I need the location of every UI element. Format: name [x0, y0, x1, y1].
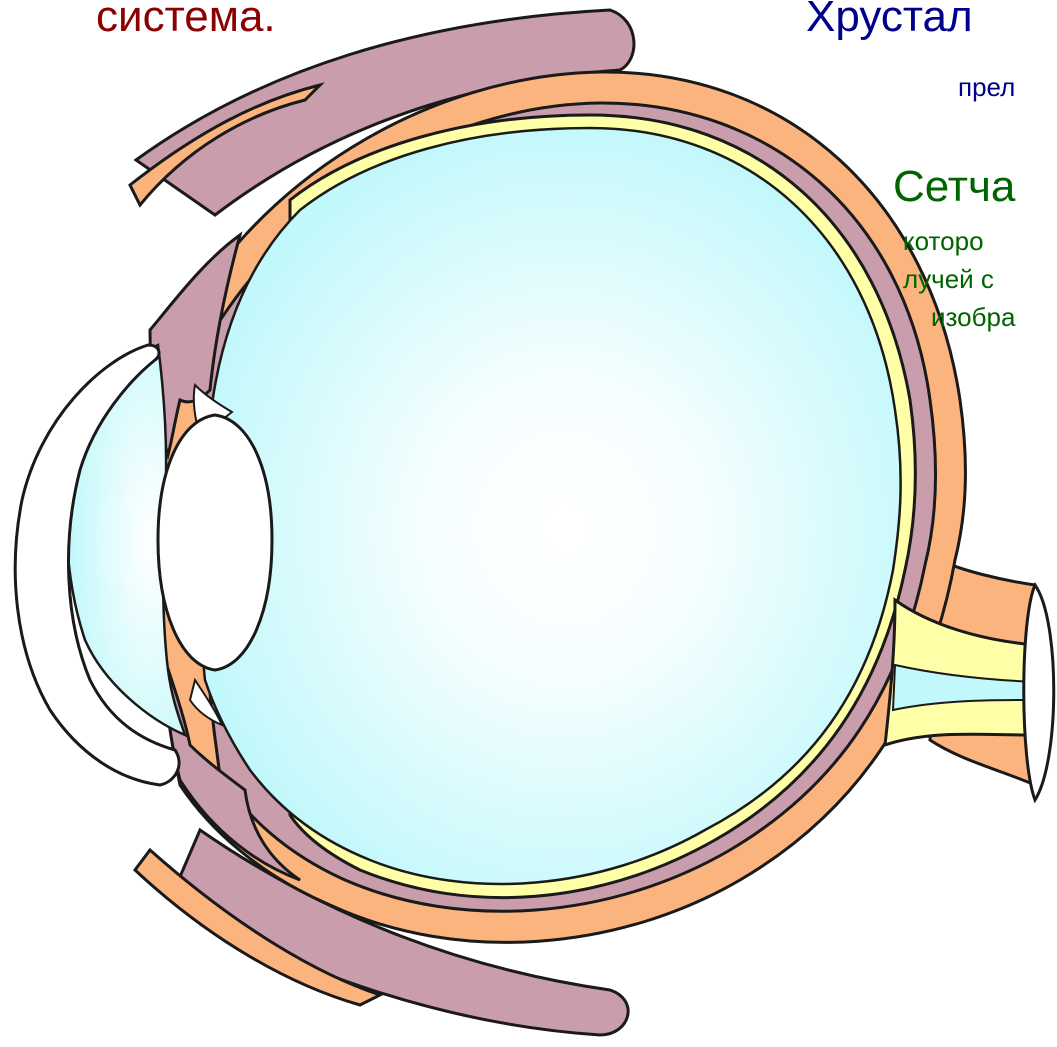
optic-nerve-cut: [1024, 585, 1054, 800]
label-hrustalik: Хрустал: [806, 0, 973, 42]
crystalline-lens: [158, 415, 272, 670]
label-prel: прел: [958, 72, 1015, 103]
label-setchatka: Сетча: [893, 162, 1015, 212]
label-sistema: система.: [96, 0, 276, 42]
label-kotoroi: которо: [903, 226, 984, 257]
label-izobr: изобра: [931, 302, 1015, 333]
label-luchei: лучей с: [903, 264, 994, 295]
